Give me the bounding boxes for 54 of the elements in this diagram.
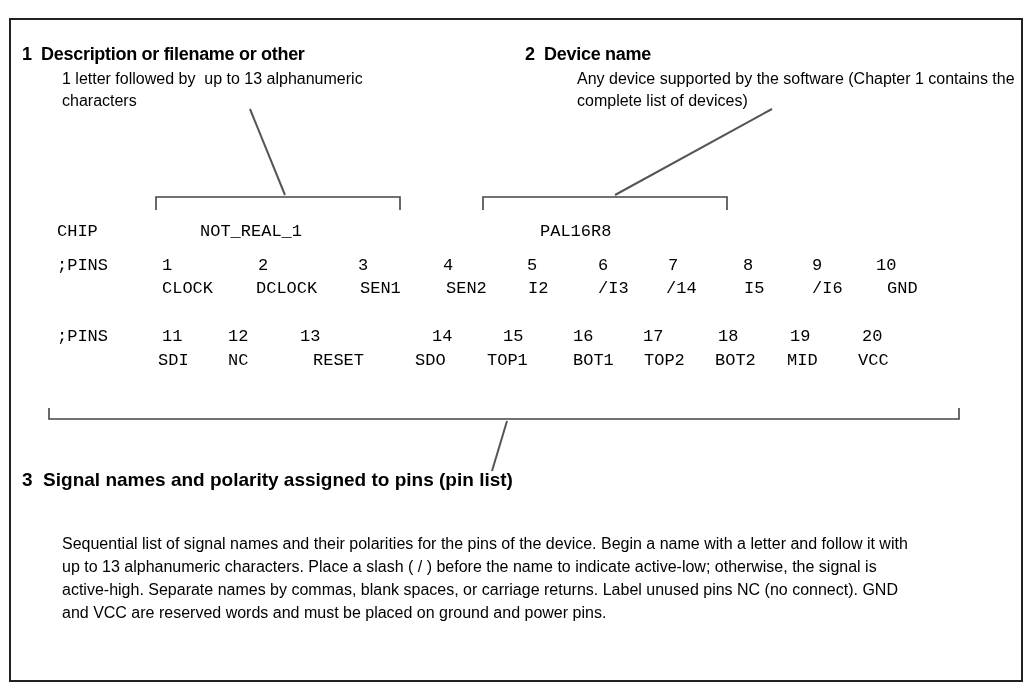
annotation-text: Any device supported by the software (Chapter 1 contains the complete list of devices) xyxy=(577,69,1016,111)
code-text: PAL16R8 xyxy=(540,222,612,242)
code-text: CLOCK xyxy=(162,279,213,299)
code-text: TOP2 xyxy=(644,351,685,371)
leader-line xyxy=(614,108,773,196)
code-text: 6 xyxy=(598,256,609,276)
code-text: NOT_REAL_1 xyxy=(200,222,303,242)
section-heading: 3 Signal names and polarity assigned to pins (pin list) xyxy=(22,468,513,492)
code-text: MID xyxy=(787,351,818,371)
code-text: 17 xyxy=(643,327,664,347)
code-text: NC xyxy=(228,351,249,371)
code-text: 7 xyxy=(668,256,679,276)
code-text: 1 xyxy=(162,256,173,276)
code-text: 10 xyxy=(876,256,897,276)
code-text: 4 xyxy=(443,256,454,276)
code-text: I2 xyxy=(528,279,549,299)
section-heading: 1 Description or filename or other xyxy=(22,43,305,66)
code-text: GND xyxy=(887,279,918,299)
code-text: 2 xyxy=(258,256,269,276)
code-text: 12 xyxy=(228,327,249,347)
code-text: /I6 xyxy=(812,279,843,299)
code-text: CHIP xyxy=(57,222,98,242)
code-text: /14 xyxy=(666,279,697,299)
code-text: BOT2 xyxy=(715,351,756,371)
code-text: TOP1 xyxy=(487,351,528,371)
code-text: 16 xyxy=(573,327,594,347)
leader-line xyxy=(249,108,286,196)
code-text: DCLOCK xyxy=(256,279,318,299)
code-text: 14 xyxy=(432,327,453,347)
code-text: SEN2 xyxy=(446,279,487,299)
leader-line xyxy=(491,420,508,472)
code-text: 13 xyxy=(300,327,321,347)
code-text: /I3 xyxy=(598,279,629,299)
code-text: SDO xyxy=(415,351,446,371)
code-text: 15 xyxy=(503,327,524,347)
code-text: 8 xyxy=(743,256,754,276)
description-paragraph: Sequential list of signal names and their polarities for the pins of the device. Begin a name with a letter and follow it with up to 13 alphanumeric characters. Place a slash ( / ) before the name to indicate active-low; otherwise, the signal is active-high. Separate names by commas, blank spaces, or carriage returns. Label unused pins NC (no connect). GND and VCC are reserved words and must be placed on ground and power pins. xyxy=(62,534,909,623)
code-text: 5 xyxy=(527,256,538,276)
code-text: 3 xyxy=(358,256,369,276)
code-text: 18 xyxy=(718,327,739,347)
code-text: ;PINS xyxy=(57,256,108,276)
code-text: SDI xyxy=(158,351,189,371)
code-text: VCC xyxy=(858,351,889,371)
code-text: BOT1 xyxy=(573,351,614,371)
code-text: 20 xyxy=(862,327,883,347)
code-text: ;PINS xyxy=(57,327,108,347)
code-text: RESET xyxy=(313,351,364,371)
code-text: SEN1 xyxy=(360,279,401,299)
code-text: 19 xyxy=(790,327,811,347)
section-heading: 2 Device name xyxy=(525,43,651,66)
code-text: 9 xyxy=(812,256,823,276)
code-text: 11 xyxy=(162,327,183,347)
annotation-text: 1 letter followed by up to 13 alphanumeric characters xyxy=(62,69,364,111)
code-text: I5 xyxy=(744,279,765,299)
